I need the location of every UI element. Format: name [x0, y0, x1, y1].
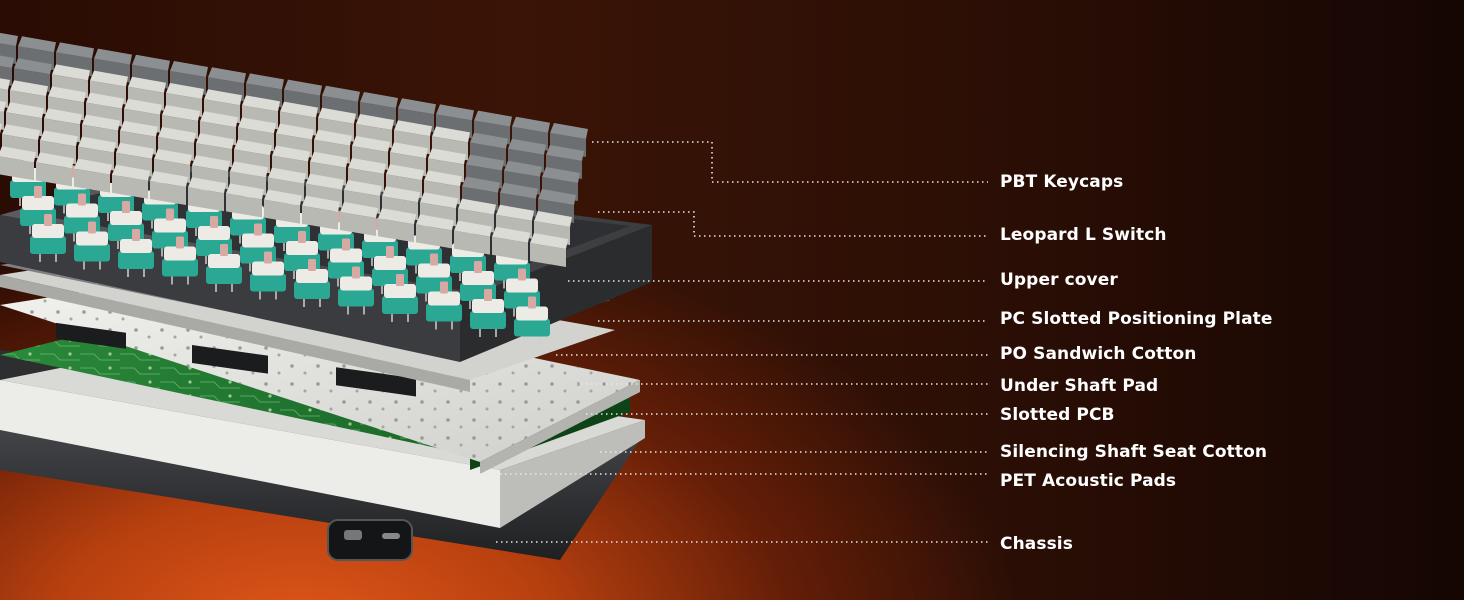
key-switch [294, 259, 330, 307]
keycap [188, 177, 226, 212]
keycap [530, 233, 568, 267]
keycap [302, 195, 340, 230]
leader-lines [460, 141, 988, 543]
keycap [492, 226, 530, 261]
label-pet-acoustic-pads: PET Acoustic Pads [1000, 471, 1177, 491]
usb-c-port-icon [382, 533, 400, 539]
keycap [0, 123, 2, 134]
keycap [0, 146, 36, 181]
label-chassis: Chassis [1000, 534, 1073, 554]
keycap [36, 152, 74, 187]
label-po-sandwich-cotton: PO Sandwich Cotton [1000, 344, 1197, 364]
label-leopard-l-switch: Leopard L Switch [1000, 225, 1167, 245]
keycap [112, 164, 150, 199]
key-switch [30, 214, 66, 262]
keycap [378, 208, 416, 243]
key-switch [426, 281, 462, 330]
key-switch [338, 266, 374, 315]
key-switch [162, 236, 198, 285]
mode-switch-icon [344, 530, 362, 540]
keycap [74, 158, 112, 193]
keycap [454, 220, 492, 255]
leader-line-keycaps [592, 141, 988, 183]
key-switch [470, 289, 506, 337]
keycap [416, 214, 454, 249]
key-switch [118, 229, 154, 277]
key-switch [382, 274, 418, 322]
keycap [264, 189, 302, 224]
label-silencing-shaft-seat-cotton: Silencing Shaft Seat Cotton [1000, 442, 1268, 462]
leader-line-switch [598, 211, 988, 237]
key-switch [206, 244, 242, 292]
label-pbt-keycaps: PBT Keycaps [1000, 172, 1124, 192]
key-switch [250, 251, 286, 300]
keycap [226, 183, 264, 218]
label-under-shaft-pad: Under Shaft Pad [1000, 376, 1159, 396]
label-pc-slotted-positioning-plate: PC Slotted Positioning Plate [1000, 309, 1273, 329]
shaft-pad-layer [0, 280, 640, 474]
chassis-port-panel [327, 519, 413, 561]
key-switch [64, 193, 100, 242]
key-switch [74, 221, 110, 270]
keycap [340, 202, 378, 236]
switch-layer [10, 158, 550, 345]
keycap-layer [0, 32, 588, 267]
label-slotted-pcb: Slotted PCB [1000, 405, 1115, 425]
key-switch [514, 296, 550, 345]
label-upper-cover: Upper cover [1000, 270, 1118, 290]
keycap [150, 171, 188, 205]
